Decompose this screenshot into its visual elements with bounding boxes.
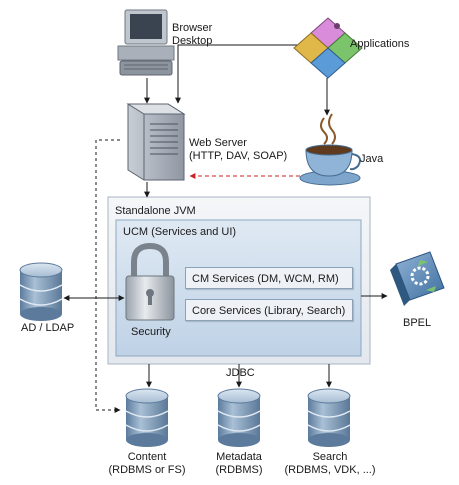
security-lock-icon [125, 242, 175, 321]
web-server-title: Web Server [189, 137, 247, 149]
browser-label: Browser [172, 22, 213, 34]
applications-label: Applications [350, 38, 410, 50]
search-label: Search (RDBMS, VDK, ...) [282, 451, 378, 477]
jdbc-label: JDBC [226, 367, 255, 379]
java-label: Java [360, 153, 384, 165]
search-database-icon [307, 388, 351, 447]
content-title: Content [127, 451, 167, 463]
applications-puzzle-icon [293, 17, 363, 79]
desktop-label: Desktop [172, 35, 213, 47]
ucm-label: UCM (Services and UI) [123, 226, 237, 238]
ad-ldap-label: AD / LDAP [21, 322, 75, 334]
search-title: Search [312, 451, 348, 463]
connector-lines [63, 44, 388, 388]
search-subtitle: (RDBMS, VDK, ...) [284, 464, 376, 476]
bpel-gear-icon [390, 251, 445, 306]
security-label: Security [131, 326, 171, 338]
server-to-content-dashed-line [95, 139, 121, 413]
content-database-icon [125, 388, 169, 447]
web-server-label: Web Server (HTTP, DAV, SOAP) [189, 137, 287, 163]
web-server-protocols: (HTTP, DAV, SOAP) [189, 150, 288, 162]
web-server-icon [126, 103, 186, 181]
content-subtitle: (RDBMS or FS) [108, 464, 186, 476]
desktop-computer-icon [117, 9, 175, 76]
content-label: Content (RDBMS or FS) [107, 451, 187, 477]
core-services-box: Core Services (Library, Search) [185, 299, 353, 321]
browser-desktop-label: Browser Desktop [172, 22, 212, 48]
metadata-database-icon [217, 388, 261, 447]
metadata-title: Metadata [216, 451, 262, 463]
ad-ldap-database-icon [19, 262, 63, 321]
bpel-label: BPEL [403, 317, 432, 329]
metadata-label: Metadata (RDBMS) [204, 451, 274, 477]
java-cup-icon [299, 113, 361, 186]
cm-services-box: CM Services (DM, WCM, RM) [185, 267, 353, 289]
metadata-subtitle: (RDBMS) [215, 464, 263, 476]
standalone-jvm-label: Standalone JVM [115, 205, 196, 217]
